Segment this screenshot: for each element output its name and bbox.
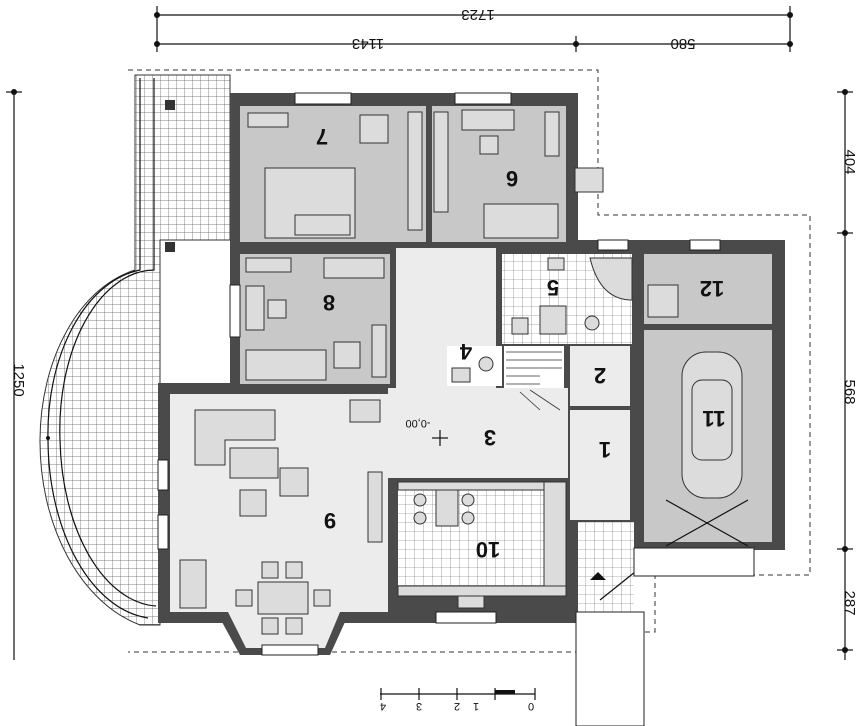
- room-label-11: 11: [702, 406, 725, 431]
- room-label-10: 10: [476, 537, 500, 562]
- dim-top-right: 580: [670, 35, 695, 52]
- room-label-5: 5: [547, 275, 559, 300]
- dim-right-middle: 568: [841, 379, 858, 404]
- room-label-9: 9: [324, 508, 336, 533]
- room-label-7: 7: [316, 124, 328, 149]
- left-dimensions: 1250: [6, 89, 27, 660]
- dim-right-bottom: 287: [841, 590, 858, 615]
- room-label-8: 8: [323, 290, 335, 315]
- right-dimensions: 404 568 287: [837, 89, 858, 660]
- scale-tick-4: 4: [380, 700, 386, 712]
- scale-tick-3: 3: [416, 700, 422, 712]
- room-label-2: 2: [594, 363, 606, 388]
- dim-top-left: 1143: [352, 35, 384, 52]
- room-label-3: 3: [484, 425, 496, 450]
- level-marker: -0,00: [405, 417, 448, 446]
- room-label-6: 6: [506, 166, 518, 191]
- room-label-1: 1: [599, 437, 611, 462]
- scale-tick-0: 0: [528, 700, 534, 712]
- room-label-12: 12: [700, 276, 724, 301]
- top-dimensions: 1723 1143 580: [154, 6, 793, 52]
- entry-path: [575, 547, 755, 726]
- scale-tick-2: 2: [454, 700, 460, 712]
- scale-bar: 0 1 2 3 4: [380, 688, 536, 712]
- furniture: [179, 109, 749, 635]
- room-labels: 1 2 3 4 5 6 7 8 9 10 11 12: [316, 124, 726, 562]
- dim-left-total: 1250: [10, 363, 27, 396]
- terrace: [39, 74, 231, 626]
- room-label-4: 4: [459, 339, 472, 364]
- dim-top-total: 1723: [461, 6, 494, 23]
- scale-tick-1: 1: [473, 700, 479, 712]
- windows: [157, 92, 721, 656]
- level-marker-text: -0,00: [405, 417, 430, 429]
- dim-right-top: 404: [841, 149, 858, 174]
